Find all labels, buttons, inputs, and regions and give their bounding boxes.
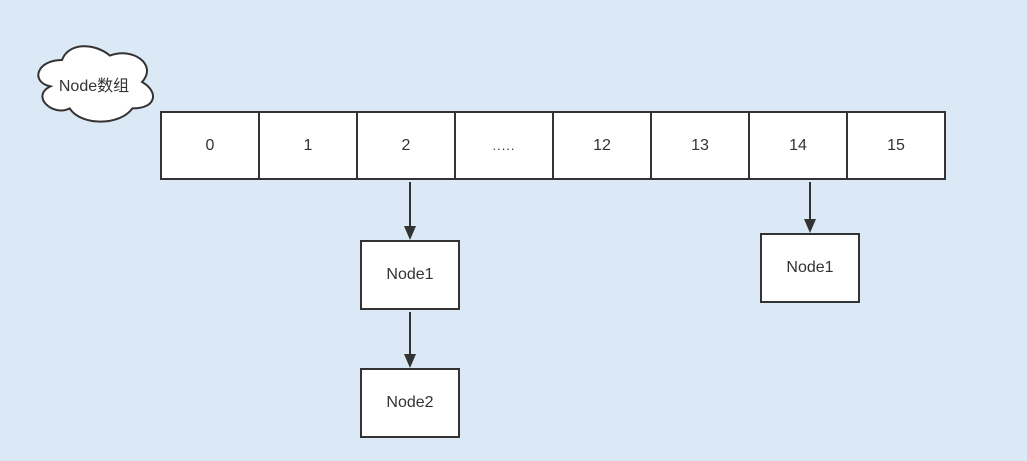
array-cell-ellipsis: ..... [454,111,554,180]
cloud-shape: Node数组 [30,38,158,126]
node1-box-right: Node1 [760,233,860,303]
node2-box: Node2 [360,368,460,438]
array-cell-2: 2 [356,111,456,180]
cloud-label: Node数组 [58,78,130,95]
array-cell-0: 0 [160,111,260,180]
array-cell-1: 1 [258,111,358,180]
array-cell-12: 12 [552,111,652,180]
arrow-node1-to-node2 [404,312,416,368]
arrow-cell2-to-node1 [404,182,416,240]
node1-box-left: Node1 [360,240,460,310]
cloud-outline-icon [37,45,154,123]
arrow-cell14-to-node1 [804,182,816,233]
node-array: 0 1 2 ..... 12 13 14 15 [160,111,946,180]
array-cell-14: 14 [748,111,848,180]
array-cell-13: 13 [650,111,750,180]
array-cell-15: 15 [846,111,946,180]
